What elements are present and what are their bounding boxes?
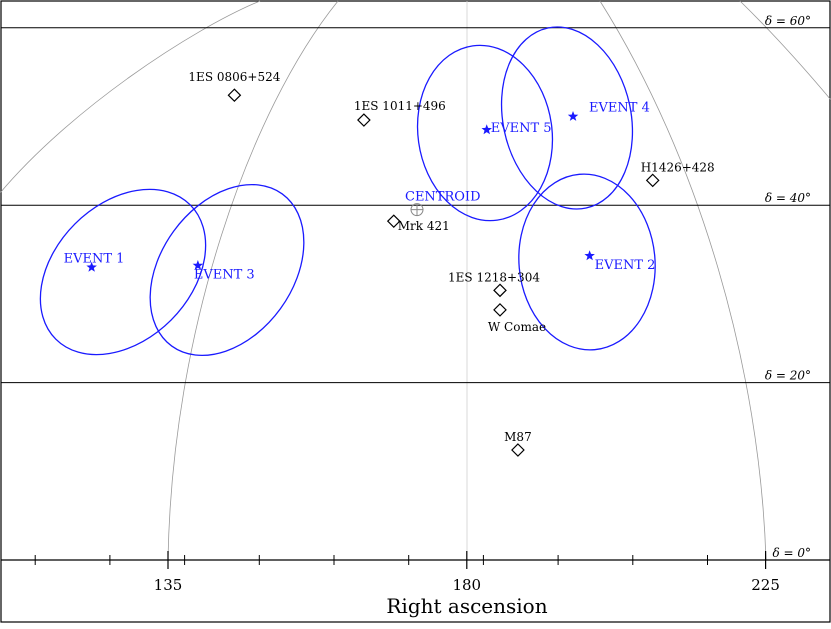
curved-graticule xyxy=(0,0,831,561)
graticule-arc-center-left xyxy=(167,0,339,561)
source-1es-0806-524-label: 1ES 0806+524 xyxy=(188,70,280,84)
centroid-label: CENTROID xyxy=(405,190,481,205)
source-1es-1011-496-marker xyxy=(357,113,371,127)
source-mrk-421-marker xyxy=(386,214,401,229)
event-3-label: EVENT 3 xyxy=(194,268,255,283)
event-4-contour xyxy=(500,26,634,210)
graticule-arc-right xyxy=(739,0,831,101)
event-3-contour xyxy=(149,183,305,357)
source-h1426-428-marker xyxy=(645,173,660,188)
source-1es-1011-496-label: 1ES 1011+496 xyxy=(354,99,446,113)
dec-label-60: δ = 60° xyxy=(765,14,811,28)
event-1-label: EVENT 1 xyxy=(64,251,125,266)
centroid-marker: CENTROID xyxy=(405,190,481,217)
source-mrk-421-label: Mrk 421 xyxy=(398,219,450,233)
event-4-label: EVENT 4 xyxy=(589,101,650,116)
dec-label-40: δ = 40° xyxy=(765,191,811,205)
dec-label-0: δ = 0° xyxy=(772,546,811,560)
event-1-marker xyxy=(86,261,97,272)
event-5-marker xyxy=(481,124,492,135)
source-w-comae-label: W Comae xyxy=(488,320,546,334)
x-axis: 135 180 225 xyxy=(1,551,830,594)
source-m87-label: M87 xyxy=(504,430,532,444)
event-1-contour xyxy=(39,188,207,356)
graticule-arc-left xyxy=(0,0,261,194)
event-markers: EVENT 1 EVENT 3 EVENT 5 EVENT 4 EVENT 2 xyxy=(64,101,656,283)
event-3-marker xyxy=(192,260,204,270)
x-tick-label-135: 135 xyxy=(154,576,183,594)
source-h1426-428-label: H1426+428 xyxy=(641,160,715,174)
source-1es-0806-524-marker xyxy=(227,88,242,103)
event-5-contour xyxy=(416,44,554,222)
event-2-label: EVENT 2 xyxy=(595,258,656,273)
event-2-contour xyxy=(518,173,656,351)
declination-lines: δ = 60° δ = 40° δ = 20° δ = 0° xyxy=(1,14,830,560)
source-m87-marker xyxy=(511,443,525,457)
dec-label-20: δ = 20° xyxy=(765,369,811,383)
x-axis-title: Right ascension xyxy=(386,594,547,618)
event-2-marker xyxy=(584,250,595,261)
source-1es-1218-304-label: 1ES 1218+304 xyxy=(448,270,540,284)
event-contours xyxy=(39,26,656,357)
event-4-marker xyxy=(567,111,579,121)
source-w-comae-marker xyxy=(493,303,507,317)
x-tick-label-225: 225 xyxy=(751,576,780,594)
x-tick-label-180: 180 xyxy=(452,576,481,594)
graticule-arc-center-right xyxy=(599,0,767,561)
source-1es-1218-304-marker xyxy=(493,283,507,298)
event-5-label: EVENT 5 xyxy=(491,121,552,136)
